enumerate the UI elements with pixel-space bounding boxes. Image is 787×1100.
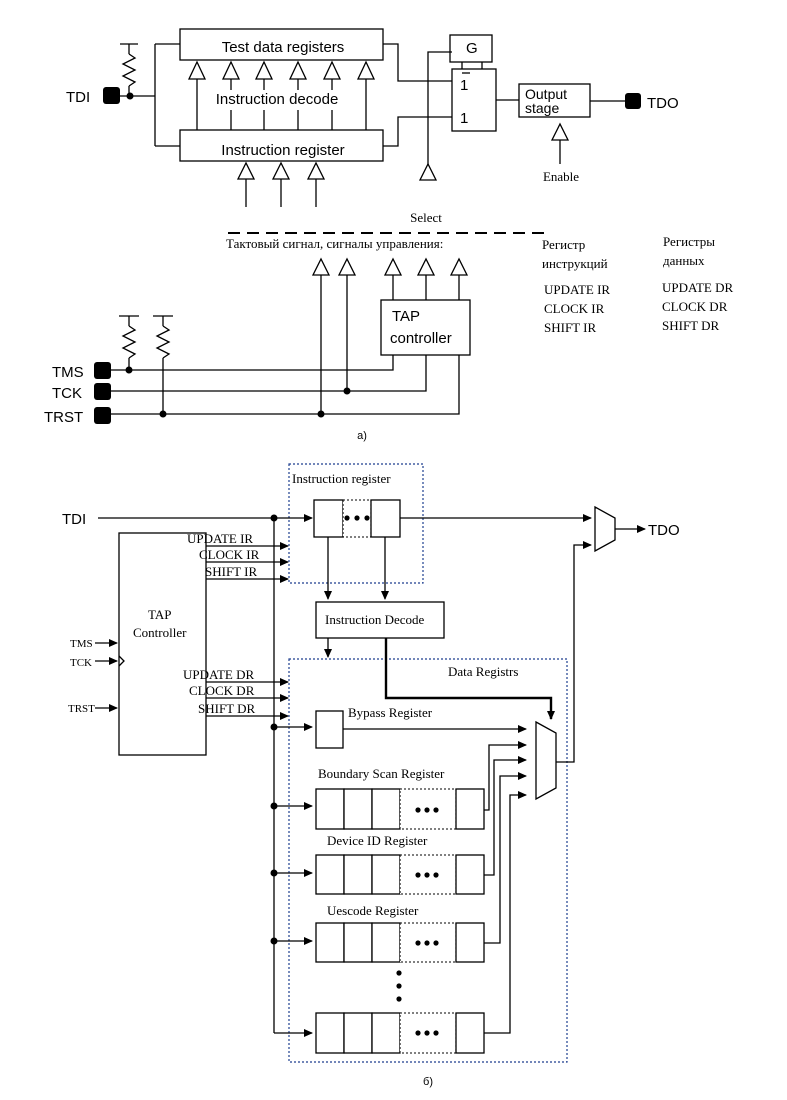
tms-pullup-resistor — [119, 315, 139, 370]
tap-controller-box-a — [380, 299, 471, 356]
instruction-decode-links — [187, 60, 376, 130]
tck-label-b: TCK — [70, 657, 92, 669]
tdi-label-a: TDI — [66, 89, 90, 106]
mux-input-2: 1 — [460, 110, 468, 127]
enable-label: Enable — [543, 169, 579, 184]
g-gate-box — [449, 34, 493, 63]
tap-controller-box-b — [118, 532, 207, 756]
tms-label-a: TMS — [52, 364, 84, 381]
boundary-scan-register-label: Boundary Scan Register — [318, 766, 445, 781]
device-id-register-cells — [315, 854, 485, 895]
diagram-b: Instruction register Data Registrs TDI I… — [62, 463, 680, 1088]
caption-a: а) — [357, 430, 367, 442]
ir-control-inputs — [236, 161, 326, 207]
g-gate-label: G — [466, 40, 478, 57]
clock-dr-label-b: CLOCK DR — [189, 683, 255, 698]
data-registers-frame — [288, 658, 568, 1063]
clock-ir-label-a: CLOCK IR — [544, 301, 605, 316]
tap-label-a-1: TAP — [392, 308, 420, 325]
boundary-scan-register-cells — [315, 788, 485, 830]
data-register-mux — [535, 720, 557, 801]
clock-dr-label-a: CLOCK DR — [662, 299, 728, 314]
instruction-decode-label-b: Instruction Decode — [325, 612, 425, 627]
trst-pullup-resistor — [153, 315, 173, 414]
shift-dr-label-b: SHIFT DR — [198, 701, 256, 716]
tdo-pin — [625, 93, 641, 109]
tdi-pullup-resistor — [120, 43, 138, 96]
clock-ir-label-b: CLOCK IR — [199, 547, 260, 562]
update-dr-label-b: UPDATE DR — [183, 667, 254, 682]
trst-label-b: TRST — [68, 703, 95, 715]
bypass-register-label: Bypass Register — [348, 705, 433, 720]
shift-ir-label-b: SHIFT IR — [205, 564, 257, 579]
device-id-register-label: Device ID Register — [327, 833, 428, 848]
mux-box-a — [451, 68, 497, 132]
tms-label-b: TMS — [70, 638, 93, 650]
shift-ir-label-a: SHIFT IR — [544, 320, 596, 335]
caption-b: б) — [423, 1076, 433, 1088]
instruction-register-title-b: Instruction register — [292, 471, 391, 486]
instruction-register-box — [179, 129, 384, 162]
ir-group-title-1: Регистр — [542, 237, 585, 252]
tck-pin — [94, 383, 111, 400]
output-stage-label-1: Output — [525, 86, 567, 102]
tdi-label-b: TDI — [62, 511, 86, 528]
tms-pin — [94, 362, 111, 379]
output-stage-label-2: stage — [525, 100, 559, 116]
tdo-label-b: TDO — [648, 522, 680, 539]
last-register-cells — [315, 1012, 485, 1054]
instruction-register-label: Instruction register — [221, 142, 344, 159]
tap-label-a-2: controller — [390, 330, 452, 347]
update-ir-label-a: UPDATE IR — [544, 282, 610, 297]
dr-group-title-1: Регистры — [663, 234, 715, 249]
ir-group-title-2: инструкций — [542, 256, 608, 271]
test-data-registers-label: Test data registers — [222, 39, 345, 56]
tdi-pin — [103, 87, 120, 104]
output-mux — [594, 505, 616, 553]
diagram-a: Test data registers Instruction register… — [44, 28, 733, 442]
dr-group-title-2: данных — [663, 253, 705, 268]
tck-label-a: TCK — [52, 385, 82, 402]
usercode-register-cells — [315, 922, 485, 963]
tap-label-b-2: Controller — [133, 625, 187, 640]
update-ir-label-b: UPDATE IR — [187, 531, 253, 546]
output-stage-box — [518, 83, 591, 118]
mux-input-1: 1 — [460, 77, 468, 94]
usercode-register-label: Uescode Register — [327, 903, 419, 918]
tdo-label-a: TDO — [647, 95, 679, 112]
update-dr-label-a: UPDATE DR — [662, 280, 733, 295]
select-label: Select — [410, 210, 442, 225]
bypass-register-cell — [315, 710, 344, 749]
instruction-register-frame — [288, 463, 424, 584]
trst-label-a: TRST — [44, 409, 83, 426]
instruction-register-cells — [313, 499, 401, 538]
instruction-decode-label: Instruction decode — [216, 91, 339, 108]
data-registers-title: Data Registrs — [448, 664, 518, 679]
tap-label-b-1: TAP — [148, 607, 172, 622]
instruction-decode-box — [315, 601, 445, 639]
trst-pin — [94, 407, 111, 424]
clock-signals-label: Тактовый сигнал, сигналы управления: — [226, 236, 443, 251]
shift-dr-label-a: SHIFT DR — [662, 318, 720, 333]
